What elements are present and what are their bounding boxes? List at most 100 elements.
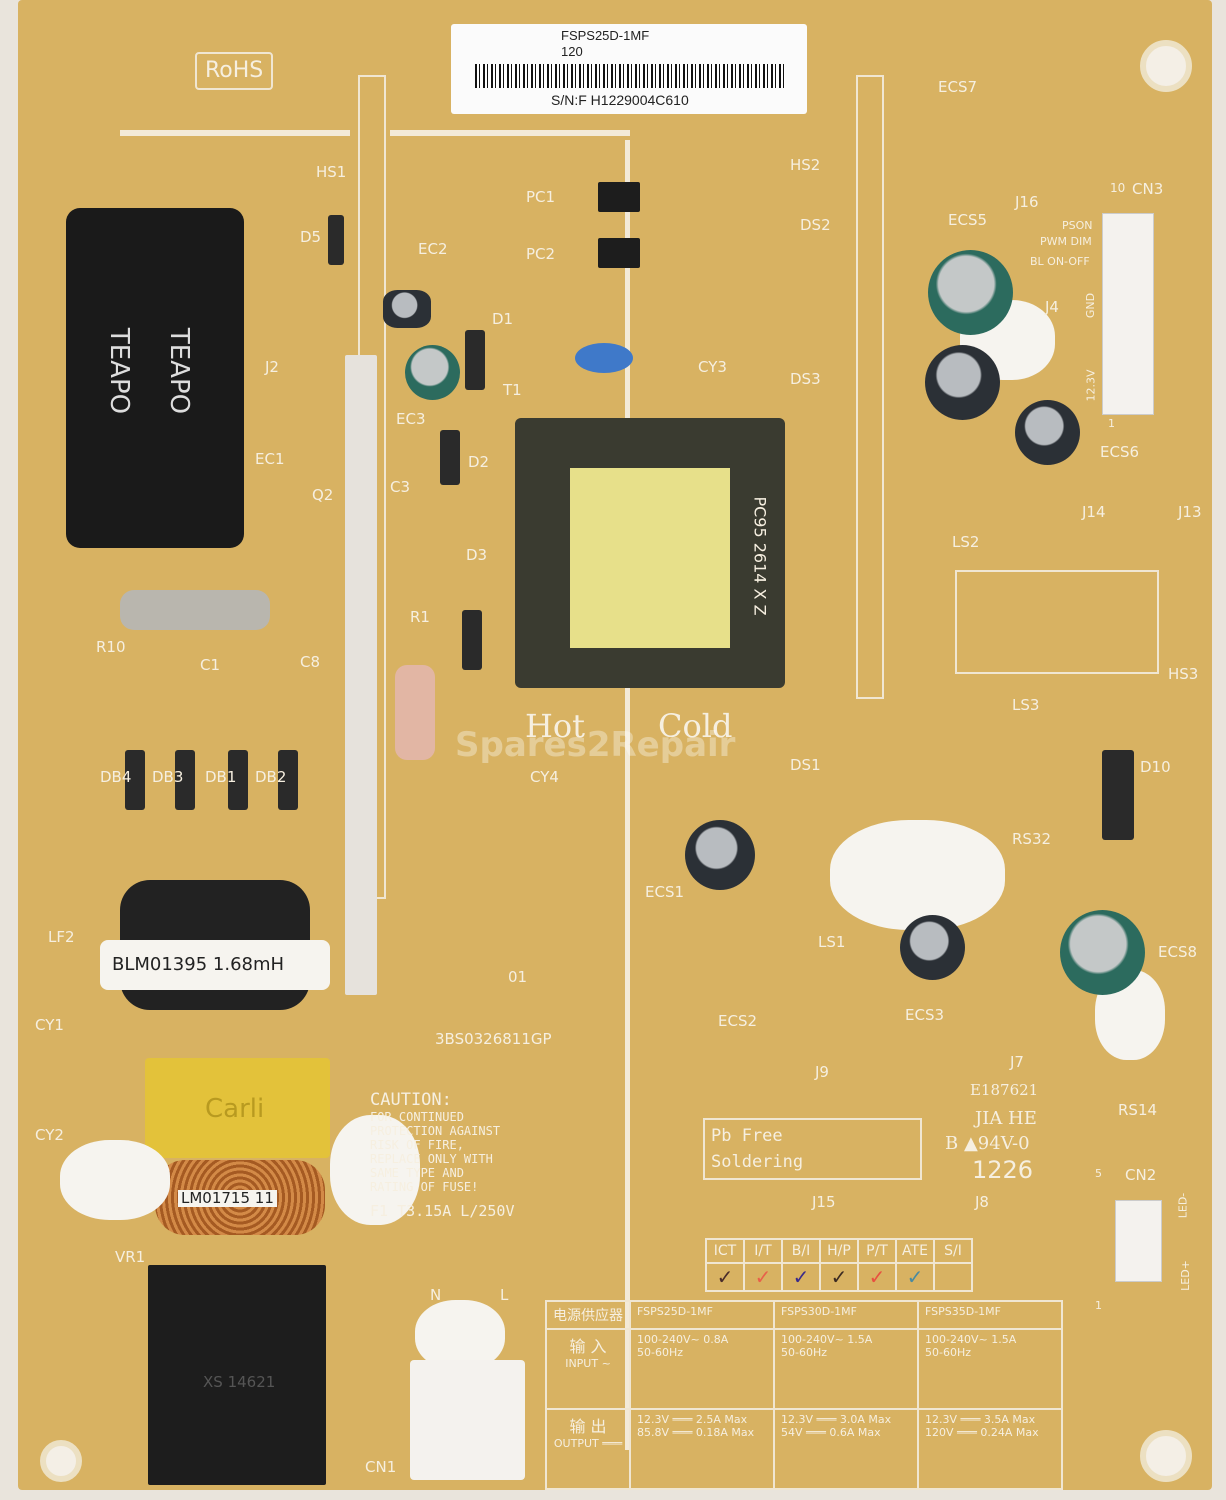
connector-cn1[interactable] (410, 1360, 525, 1480)
silk-label: ECS7 (938, 78, 978, 96)
silk-label: D10 (1140, 758, 1171, 776)
capacitor-ecs6 (1015, 400, 1080, 465)
silk-label: D2 (468, 453, 490, 471)
silk-label: LED+ (1178, 1260, 1192, 1291)
connector-cn2[interactable] (1115, 1200, 1162, 1282)
silk-label: ECS6 (1100, 443, 1140, 461)
silk-label: HS2 (790, 156, 821, 174)
inspection-header: P/T (857, 1238, 897, 1264)
silk-label: CY1 (35, 1016, 64, 1034)
x-capacitor: Carli (145, 1058, 330, 1158)
inspection-table: ICT I/T B/I H/P P/T ATE S/I ✓✓✓✓✓✓ (705, 1238, 973, 1292)
model-col: FSPS25D-1MF (629, 1300, 775, 1330)
silk-label: 1 (1095, 1299, 1102, 1312)
capacitor-ec2 (383, 290, 431, 328)
sticker-code: 120 (561, 44, 583, 59)
silk-label: CN1 (365, 1458, 397, 1476)
silk-label: J16 (1015, 193, 1039, 211)
silk-label: LS2 (952, 533, 980, 551)
diode-d5 (328, 215, 344, 265)
inspection-header: I/T (743, 1238, 783, 1264)
silk-label: DB3 (152, 768, 184, 786)
optocoupler-pc1 (598, 182, 640, 212)
barcode (475, 64, 785, 88)
inspection-header: ICT (705, 1238, 745, 1264)
silk-label: 1 (1108, 417, 1115, 430)
silk-label: DB2 (255, 768, 287, 786)
silk-label: T1 (503, 381, 522, 399)
silk-label: J7 (1010, 1053, 1024, 1071)
outline (390, 130, 630, 136)
bulk-capacitor-ec1: TEAPO TEAPO (66, 208, 244, 548)
silk-label: J2 (265, 358, 279, 376)
silk-label: ECS2 (718, 1012, 758, 1030)
silk-label: PC1 (526, 188, 556, 206)
optocoupler-pc2 (598, 238, 640, 268)
silk-label: J14 (1082, 503, 1106, 521)
hot-side-label: Hot (525, 707, 586, 745)
silk-label: CN3 (1132, 180, 1164, 198)
diode-db4 (125, 750, 145, 810)
silk-label: LS1 (818, 933, 846, 951)
silk-label: DB1 (205, 768, 237, 786)
silk-label: HS1 (316, 163, 347, 181)
rohs-mark: RoHS (195, 52, 274, 90)
model-col: FSPS30D-1MF (773, 1300, 919, 1330)
heatsink (345, 355, 377, 995)
pb-free-box: Pb Free Soldering (703, 1118, 922, 1180)
glue (415, 1300, 505, 1370)
silk-label: 5 (1095, 1167, 1102, 1180)
hot-cold-divider (625, 140, 630, 1450)
diode-db3 (175, 750, 195, 810)
cold-side-label: Cold (658, 707, 733, 745)
silk-label: DS3 (790, 370, 821, 388)
silk-label: ECS1 (645, 883, 685, 901)
silk-label: ECS8 (1158, 943, 1198, 961)
silk-label: GND (1084, 292, 1098, 319)
silk-label: 10 (1110, 181, 1126, 195)
transformer-t1: PC95 2614 X Z (515, 418, 785, 688)
resistor-r1 (395, 665, 435, 760)
capacitor-cy3 (575, 343, 633, 373)
ul-file-number: E187621 (970, 1081, 1039, 1099)
inspection-header: H/P (819, 1238, 859, 1264)
inspection-header: S/I (933, 1238, 973, 1264)
diode-d3 (462, 610, 482, 670)
ic-chip: XS 14621 (148, 1265, 326, 1485)
silk-label: D1 (492, 310, 514, 328)
silk-label: CY4 (530, 768, 559, 786)
capacitor-ecs8 (1060, 910, 1145, 995)
capacitor-ecs3 (900, 915, 965, 980)
connector-cn3[interactable] (1102, 213, 1154, 415)
silk-label: EC3 (396, 410, 426, 428)
capacitor (925, 345, 1000, 420)
silk-label: J8 (975, 1193, 989, 1211)
mounting-hole (40, 1440, 82, 1482)
flammability-rating: B ▲94V-0 (945, 1133, 1030, 1154)
silk-label: 12.3V (1084, 369, 1098, 402)
inspection-check-mark: ✓ (819, 1262, 859, 1292)
choke-lf1-label: LM01715 11 (178, 1190, 277, 1207)
diode-db2 (278, 750, 298, 810)
silk-label: D3 (466, 546, 488, 564)
outline (120, 130, 350, 136)
date-code: 1226 (972, 1156, 1034, 1184)
inspection-header: B/I (781, 1238, 821, 1264)
silk-label: LF2 (48, 928, 75, 946)
silk-label: ECS3 (905, 1006, 945, 1024)
diode-d10 (1102, 750, 1134, 840)
silk-label: LS3 (1012, 696, 1040, 714)
watermark: Spares2Repair (455, 725, 736, 765)
capacitor-ecs1 (685, 820, 755, 890)
lf2-label: BLM01395 1.68mH (100, 940, 330, 990)
silk-label: J15 (812, 1193, 836, 1211)
silk-label: CY2 (35, 1126, 64, 1144)
silk-label: HS3 (1168, 665, 1199, 683)
serial-sticker: FSPS25D-1MF 120 S/N:F H1229004C610 (451, 24, 807, 114)
silk-label: J9 (815, 1063, 829, 1081)
spec-table: 电源供应器 FSPS25D-1MF FSPS30D-1MF FSPS35D-1M… (545, 1300, 1063, 1490)
silk-label: PWM DIM (1040, 235, 1092, 248)
silk-label: DS2 (800, 216, 831, 234)
spec-header: 电源供应器 (545, 1300, 631, 1330)
